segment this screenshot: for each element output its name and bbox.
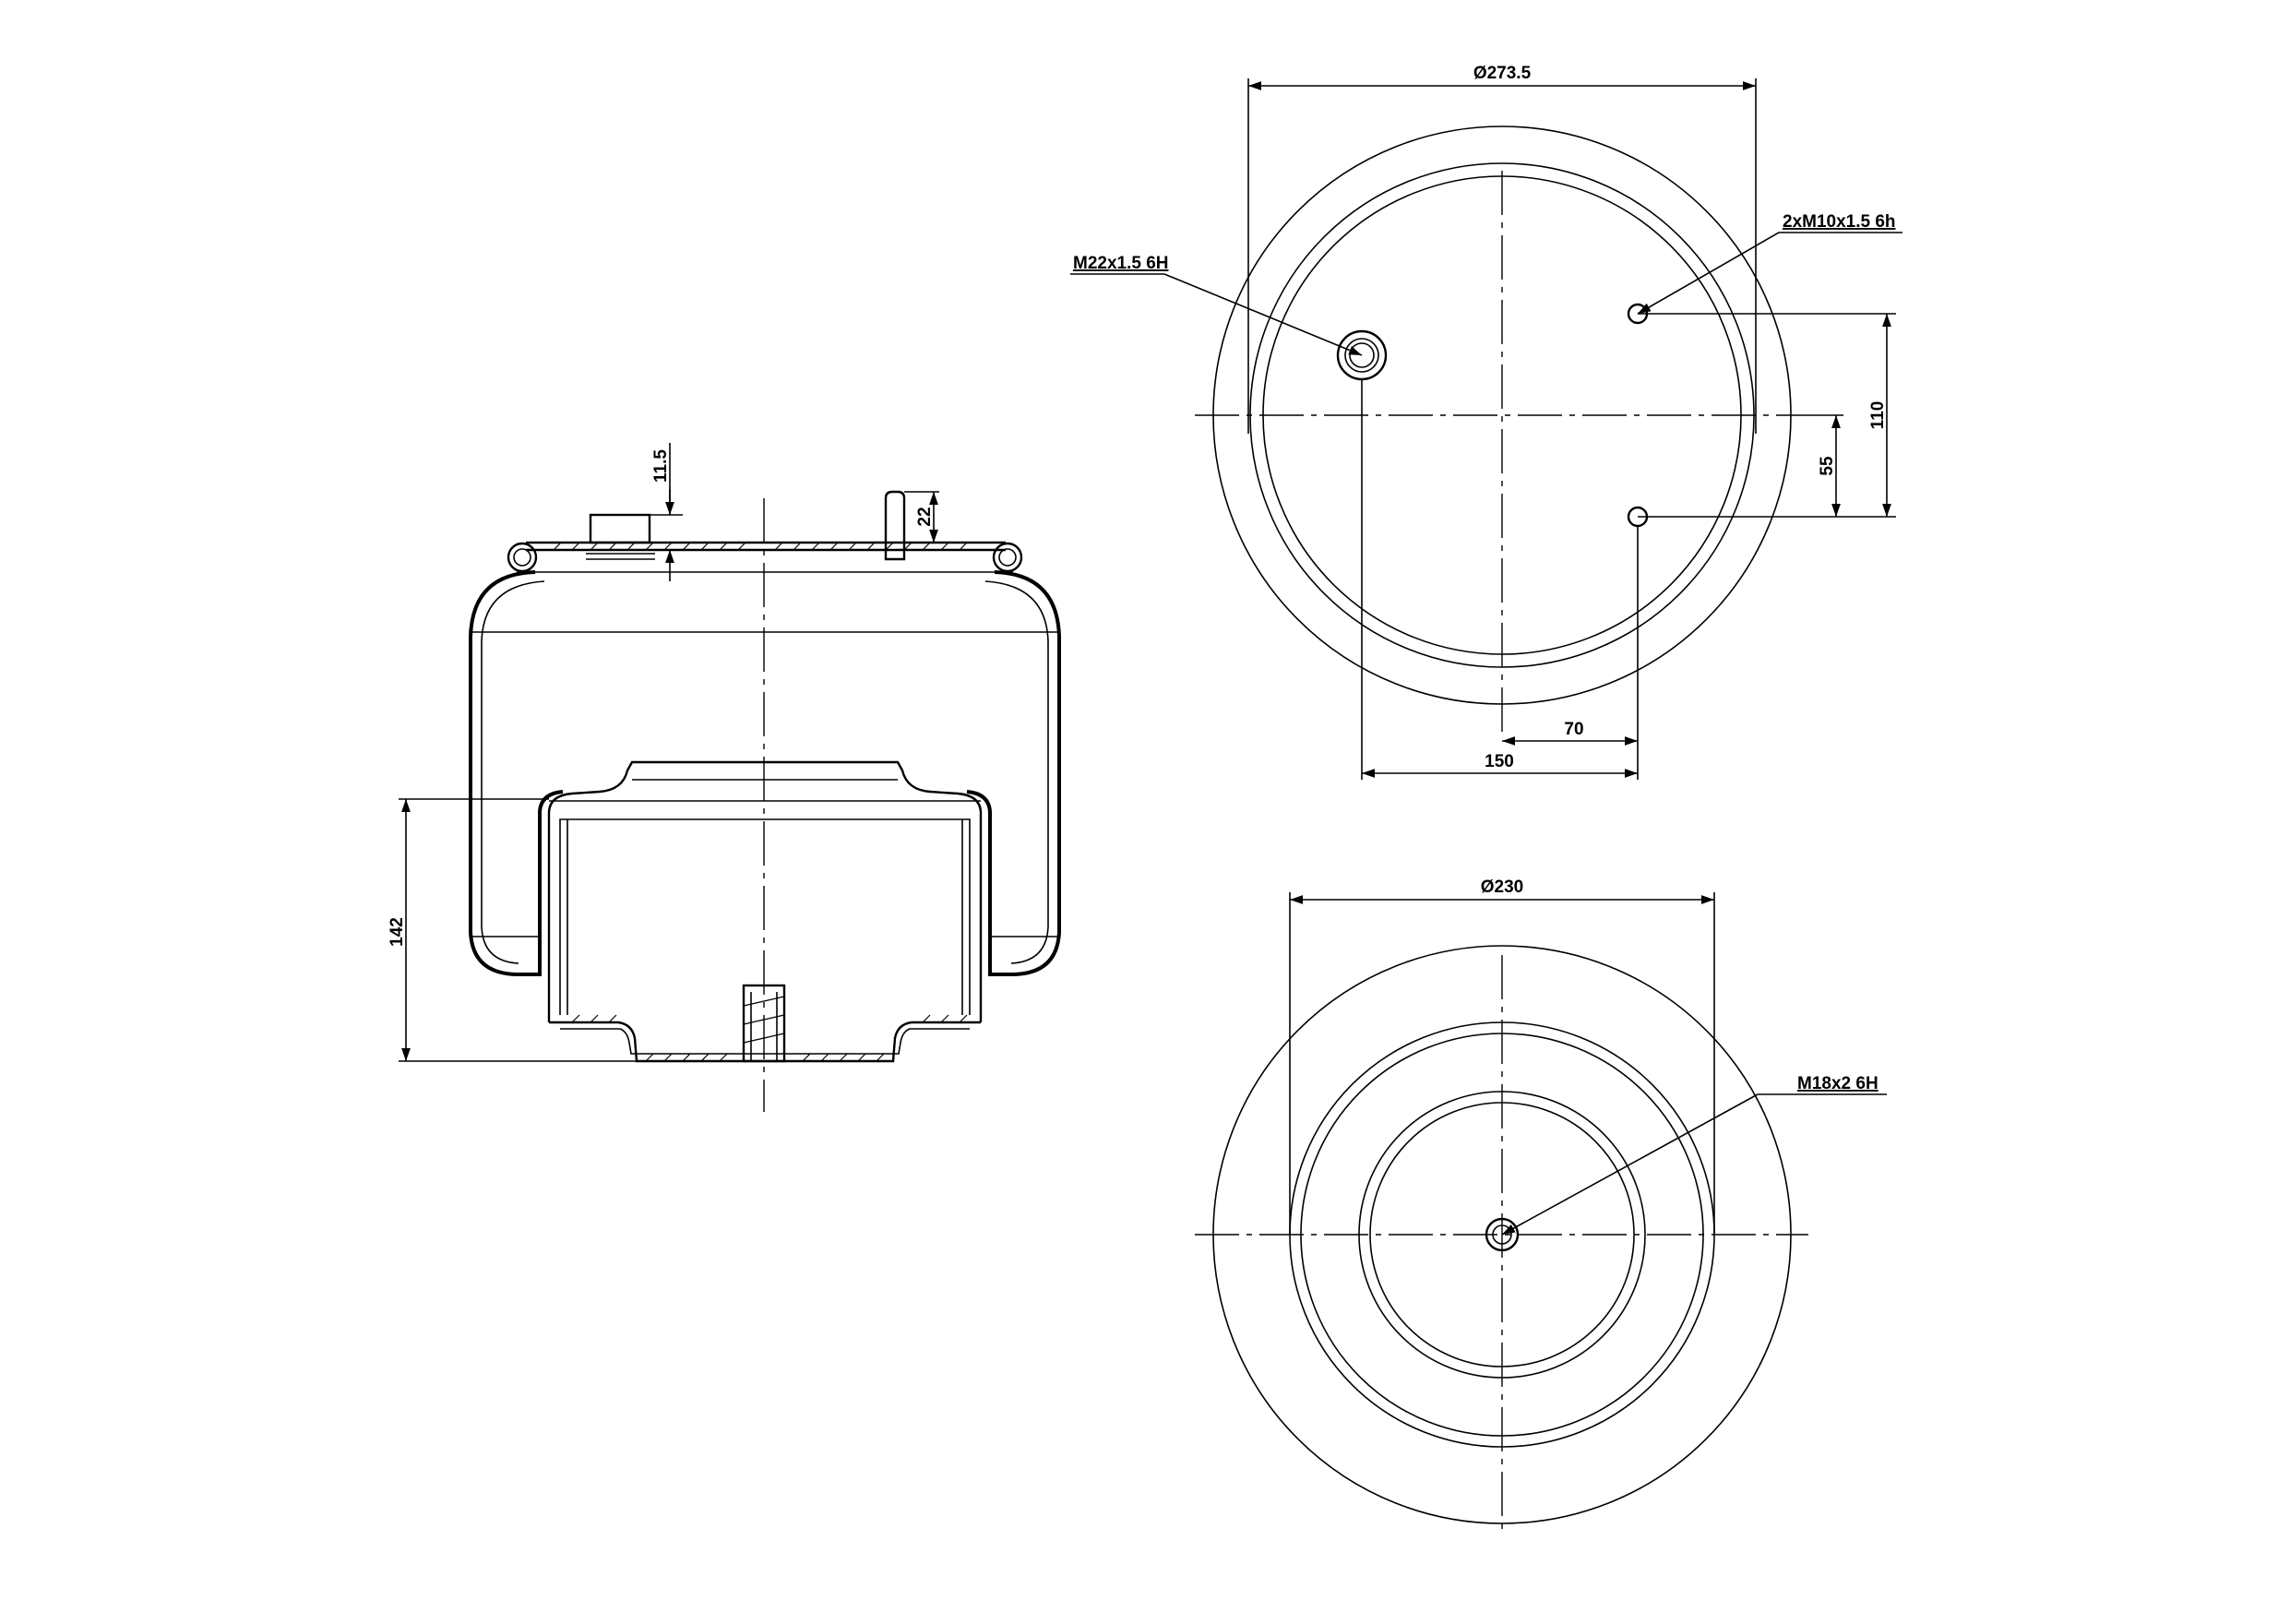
bottom-outer-circle bbox=[1212, 945, 1792, 1524]
top-plate bbox=[507, 541, 1023, 573]
dim-piston-height: 142 bbox=[388, 798, 637, 1062]
dim-stud-offset-label: 70 bbox=[1564, 720, 1583, 739]
leader-studs: 2xM10x1.5 6h bbox=[1637, 212, 1902, 315]
top-plate-circle bbox=[1249, 162, 1755, 668]
dim-piston-height-label: 142 bbox=[388, 917, 407, 947]
dim-stud-height: 22 bbox=[904, 491, 939, 543]
side-view: 11.5 22 142 bbox=[388, 443, 1061, 1112]
dim-stud-half-spacing: 55 bbox=[1799, 414, 1843, 517]
air-port-label: M22x1.5 6H bbox=[1073, 254, 1169, 273]
dim-stud-spacing: 110 bbox=[1638, 313, 1896, 518]
dim-stud-offset: 70 bbox=[1502, 526, 1639, 780]
studs-label: 2xM10x1.5 6h bbox=[1783, 212, 1896, 232]
top-outer-circle bbox=[1212, 125, 1792, 705]
top-view: Ø273.5 M22x1.5 6H 2xM10x1.5 6h 110 55 bbox=[1070, 64, 1902, 780]
bottom-plate-inner-circle bbox=[1369, 1102, 1635, 1367]
leader-bottom-thread: M18x2 6H bbox=[1501, 1074, 1887, 1236]
rubber-bellows bbox=[469, 570, 1061, 976]
dim-outer-diameter: Ø273.5 bbox=[1247, 64, 1757, 434]
piston bbox=[547, 760, 983, 1063]
dim-stud-half-spacing-label: 55 bbox=[1818, 456, 1837, 476]
dim-port-offset: 150 bbox=[1361, 379, 1638, 780]
top-inner-circle bbox=[1262, 175, 1742, 655]
bottom-thread-label: M18x2 6H bbox=[1797, 1074, 1879, 1093]
bottom-plate-circle bbox=[1358, 1091, 1646, 1379]
dim-stud-height-label: 22 bbox=[915, 507, 935, 526]
leader-air-port: M22x1.5 6H bbox=[1070, 254, 1363, 356]
dim-port-offset-label: 150 bbox=[1485, 752, 1514, 771]
dim-top-offset-label: 11.5 bbox=[651, 449, 671, 483]
dim-piston-diameter-label: Ø230 bbox=[1481, 878, 1523, 897]
bottom-piston-inner-circle bbox=[1300, 1033, 1704, 1437]
dim-stud-spacing-label: 110 bbox=[1868, 401, 1888, 430]
dim-top-offset: 11.5 bbox=[650, 443, 683, 581]
dim-piston-diameter: Ø230 bbox=[1289, 878, 1715, 1235]
air-inlet bbox=[586, 513, 655, 560]
dim-outer-diameter-label: Ø273.5 bbox=[1473, 64, 1532, 83]
mounting-stud bbox=[884, 490, 906, 561]
bottom-view: Ø230 M18x2 6H bbox=[1195, 878, 1887, 1536]
